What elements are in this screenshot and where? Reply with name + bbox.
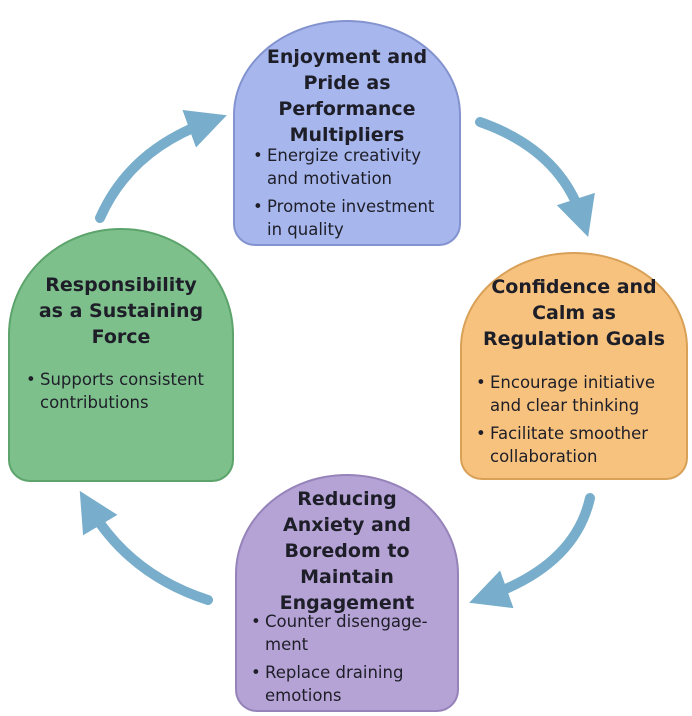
- bullet-dot: •: [251, 663, 261, 682]
- node-responsibility: Responsibility as a Sustaining Force •Su…: [8, 228, 234, 482]
- node-reducing-anxiety-and-boredom: Reducing Anxiety and Boredom to Maintain…: [235, 474, 459, 712]
- bullet-item: •Counter disengage- ment: [251, 610, 455, 656]
- bullet-list: •Encourage initiative and clear thinking…: [476, 371, 684, 473]
- bullet-dot: •: [26, 370, 36, 389]
- arrow-bottom-to-left: [79, 490, 213, 605]
- bullet-text: Encourage initiative and clear thinking: [490, 373, 656, 415]
- node-title: Reducing Anxiety and Boredom to Maintain…: [279, 488, 415, 614]
- bullet-text: Promote investment in quality: [267, 197, 435, 239]
- bullet-item: •Energize creativity and motivation: [253, 144, 453, 190]
- bullet-item: •Promote investment in quality: [253, 195, 453, 241]
- bullet-text: Facilitate smoother collaboration: [490, 424, 649, 466]
- bullet-list: •Counter disengage- ment •Replace draini…: [251, 610, 455, 712]
- node-title: Enjoyment and Pride as Performance Multi…: [266, 46, 428, 146]
- node-title: Responsibility as a Sustaining Force: [38, 274, 204, 348]
- arrow-right-to-bottom: [469, 493, 595, 609]
- bullet-dot: •: [476, 373, 486, 392]
- arrow-top-to-right: [475, 117, 595, 238]
- bullet-dot: •: [253, 146, 263, 165]
- bullet-list: •Supports consistent contributions: [26, 368, 232, 419]
- bullet-item: •Encourage initiative and clear thinking: [476, 371, 684, 417]
- bullet-dot: •: [251, 612, 261, 631]
- bullet-text: Supports consistent contributions: [40, 370, 205, 412]
- bullet-dot: •: [476, 424, 486, 443]
- bullet-item: •Replace draining emotions: [251, 661, 455, 707]
- node-title: Confidence and Calm as Regulation Goals: [482, 276, 666, 350]
- arrow-left-to-top: [95, 109, 227, 223]
- bullet-text: Replace draining emotions: [265, 663, 404, 705]
- bullet-text: Energize creativity and motivation: [267, 146, 422, 188]
- bullet-item: •Supports consistent contributions: [26, 368, 232, 414]
- node-confidence-and-calm: Confidence and Calm as Regulation Goals …: [460, 252, 688, 480]
- bullet-list: •Energize creativity and motivation •Pro…: [253, 144, 453, 246]
- node-enjoyment-and-pride: Enjoyment and Pride as Performance Multi…: [233, 20, 461, 246]
- bullet-text: Counter disengage- ment: [265, 612, 428, 654]
- bullet-dot: •: [253, 197, 263, 216]
- bullet-item: •Facilitate smoother collaboration: [476, 422, 684, 468]
